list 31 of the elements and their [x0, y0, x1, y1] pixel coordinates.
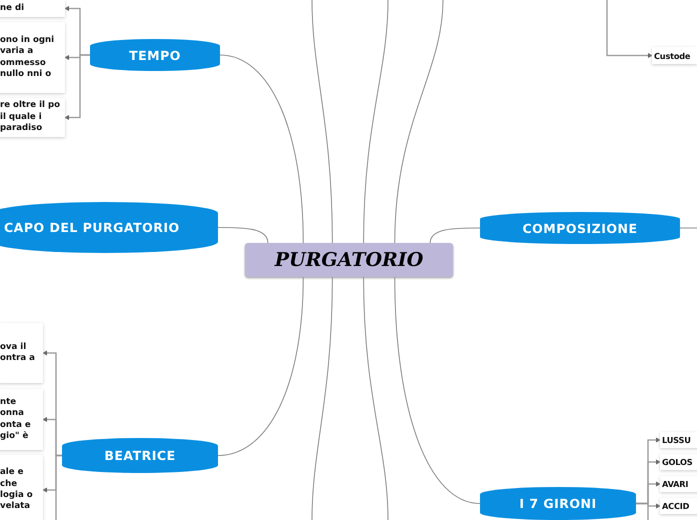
connector-line — [363, 0, 388, 244]
note-card: re oltre il po il quale i paradiso — [0, 98, 65, 137]
note-card: AVARI — [660, 476, 697, 492]
connector-line — [363, 276, 388, 520]
topic-box: I 7 GIRONI — [480, 487, 636, 520]
branch-line — [636, 502, 649, 520]
branch-line — [64, 54, 90, 120]
note-card: ova il ontra a — [0, 323, 43, 383]
note-card: ale e che logia o velata — [0, 455, 43, 520]
connector-line — [218, 227, 268, 244]
connector-line — [312, 0, 333, 244]
connector-line — [394, 276, 480, 504]
note-card: ono in ogni varia a ommesso nullo nni o — [0, 22, 65, 93]
branch-line — [55, 454, 62, 520]
connector-line — [220, 54, 304, 244]
topic-box: CAPO DEL PURGATORIO — [0, 202, 218, 253]
topic-box: COMPOSIZIONE — [480, 212, 680, 244]
connector-line — [394, 0, 444, 244]
note-card: ACCID — [660, 498, 697, 514]
topic-box: BEATRICE — [62, 438, 218, 473]
note-card: nte onna onta e gio" è — [0, 389, 43, 450]
central-topic-box: PURGATORIO — [245, 243, 453, 277]
note-card: Custode — [652, 47, 697, 64]
branch-line — [606, 0, 653, 58]
note-card: LUSSU — [660, 432, 697, 448]
note-card: GOLOS — [660, 454, 697, 470]
connector-line — [430, 228, 480, 244]
topic-box: TEMPO — [90, 39, 220, 71]
note-card: ne di — [0, 0, 65, 17]
connector-line — [218, 276, 304, 456]
connector-line — [312, 276, 333, 520]
